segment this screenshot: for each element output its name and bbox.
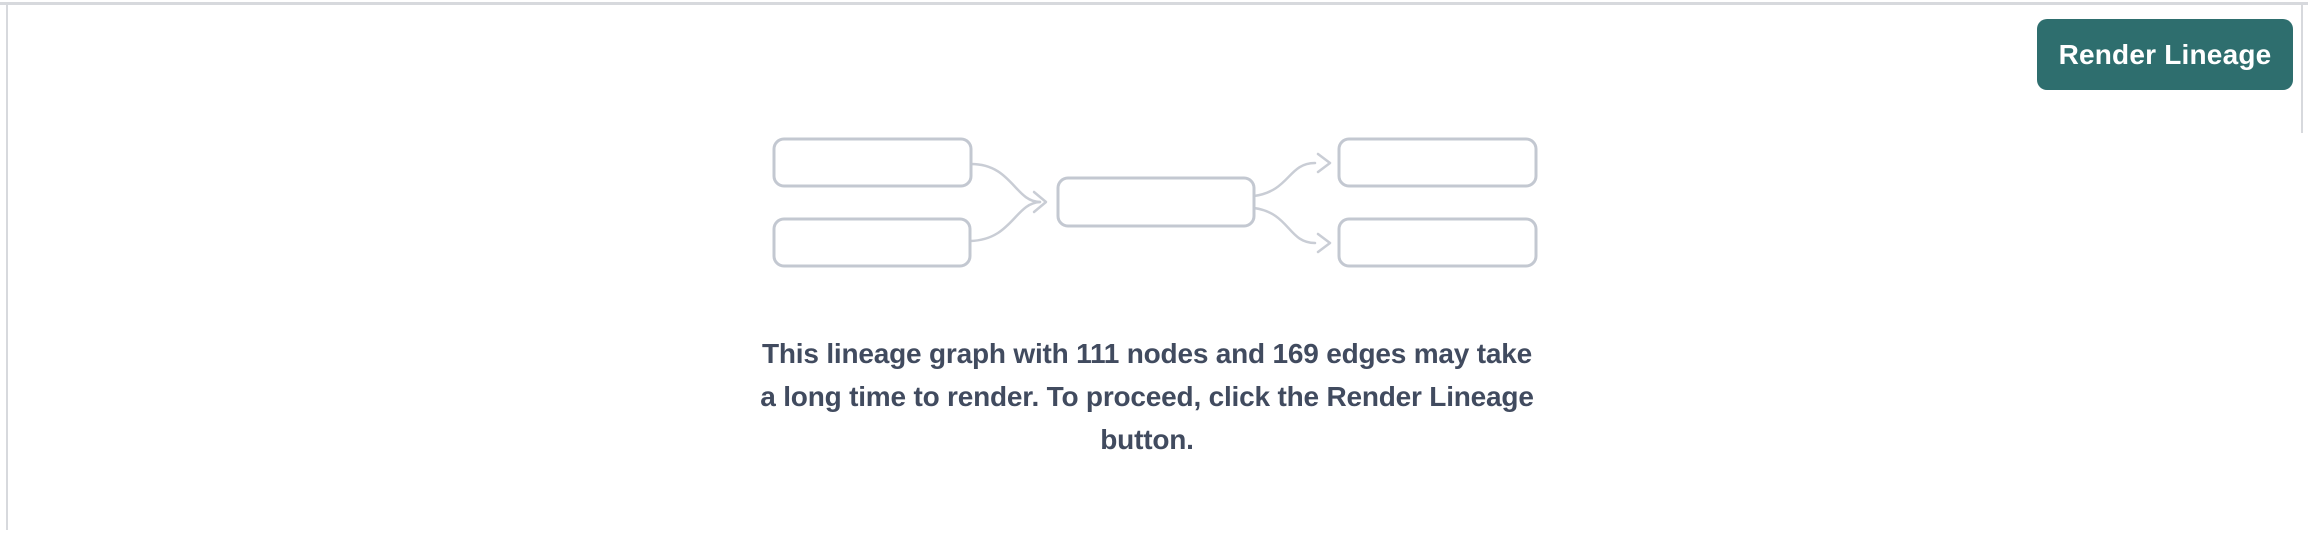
arrowhead-right-bottom	[1316, 232, 1332, 254]
node-box-left-bottom	[772, 217, 972, 268]
arrowhead-middle	[1032, 190, 1048, 214]
edge-left-top	[969, 162, 1042, 204]
lineage-graph-icon	[772, 137, 1538, 268]
arrowhead-right-top	[1316, 152, 1332, 174]
node-box-right-bottom	[1337, 217, 1538, 268]
node-box-left-top	[772, 137, 973, 188]
render-lineage-button[interactable]: Render Lineage	[2037, 19, 2293, 90]
node-box-middle	[1056, 176, 1256, 228]
edge-right-top	[1252, 161, 1317, 198]
panel-left-border	[6, 4, 8, 530]
lineage-warning-message: This lineage graph with 111 nodes and 16…	[0, 332, 2294, 461]
panel-top-border	[0, 2, 2308, 5]
node-box-right-top	[1337, 137, 1538, 188]
message-line-2: a long time to render. To proceed, click…	[760, 381, 1534, 412]
message-line-3: button.	[1100, 424, 1194, 455]
edge-left-bottom	[968, 200, 1042, 243]
message-line-1: This lineage graph with 111 nodes and 16…	[762, 338, 1532, 369]
scrollbar-thumb[interactable]	[2301, 5, 2303, 133]
edge-right-bottom	[1252, 206, 1317, 245]
